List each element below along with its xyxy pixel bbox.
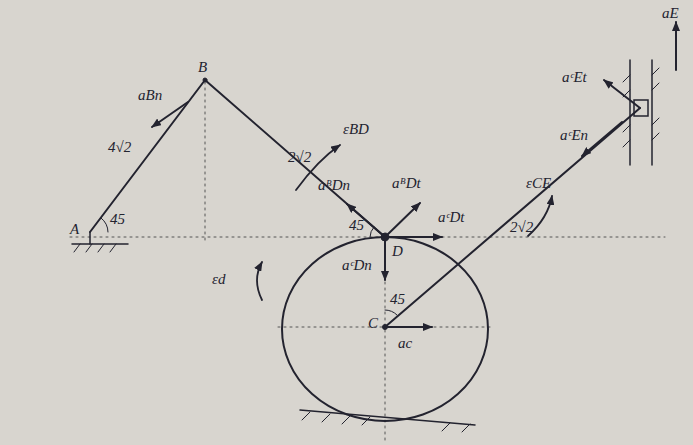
point-label: D (392, 244, 403, 259)
vector-label: aᶜEn (560, 128, 588, 143)
vector-label: aᶜDn (342, 258, 372, 273)
angular-accel-label: εBD (343, 122, 369, 137)
angle-label: 45 (110, 212, 125, 227)
angle-label: 45 (390, 292, 405, 307)
vector-label: aᶜEt (562, 70, 587, 85)
point-label: B (198, 60, 207, 75)
angular-accel-label: εCE (526, 176, 551, 191)
point-label: C (368, 316, 378, 331)
length-label: 2√2 (510, 220, 533, 235)
angular-accel-label: εd (212, 272, 225, 287)
vector-label: aᶜDt (438, 210, 464, 225)
vector-label: aBn (138, 88, 162, 103)
vector-label: ac (398, 336, 412, 351)
vector-label: aᴮDn (318, 178, 350, 193)
vector-label: aᴮDt (392, 176, 421, 191)
angle-label: 45 (349, 218, 364, 233)
point-label: A (70, 222, 79, 237)
length-label: 2√2 (288, 150, 311, 165)
vector-label: aE (662, 6, 679, 21)
length-label: 4√2 (108, 140, 131, 155)
